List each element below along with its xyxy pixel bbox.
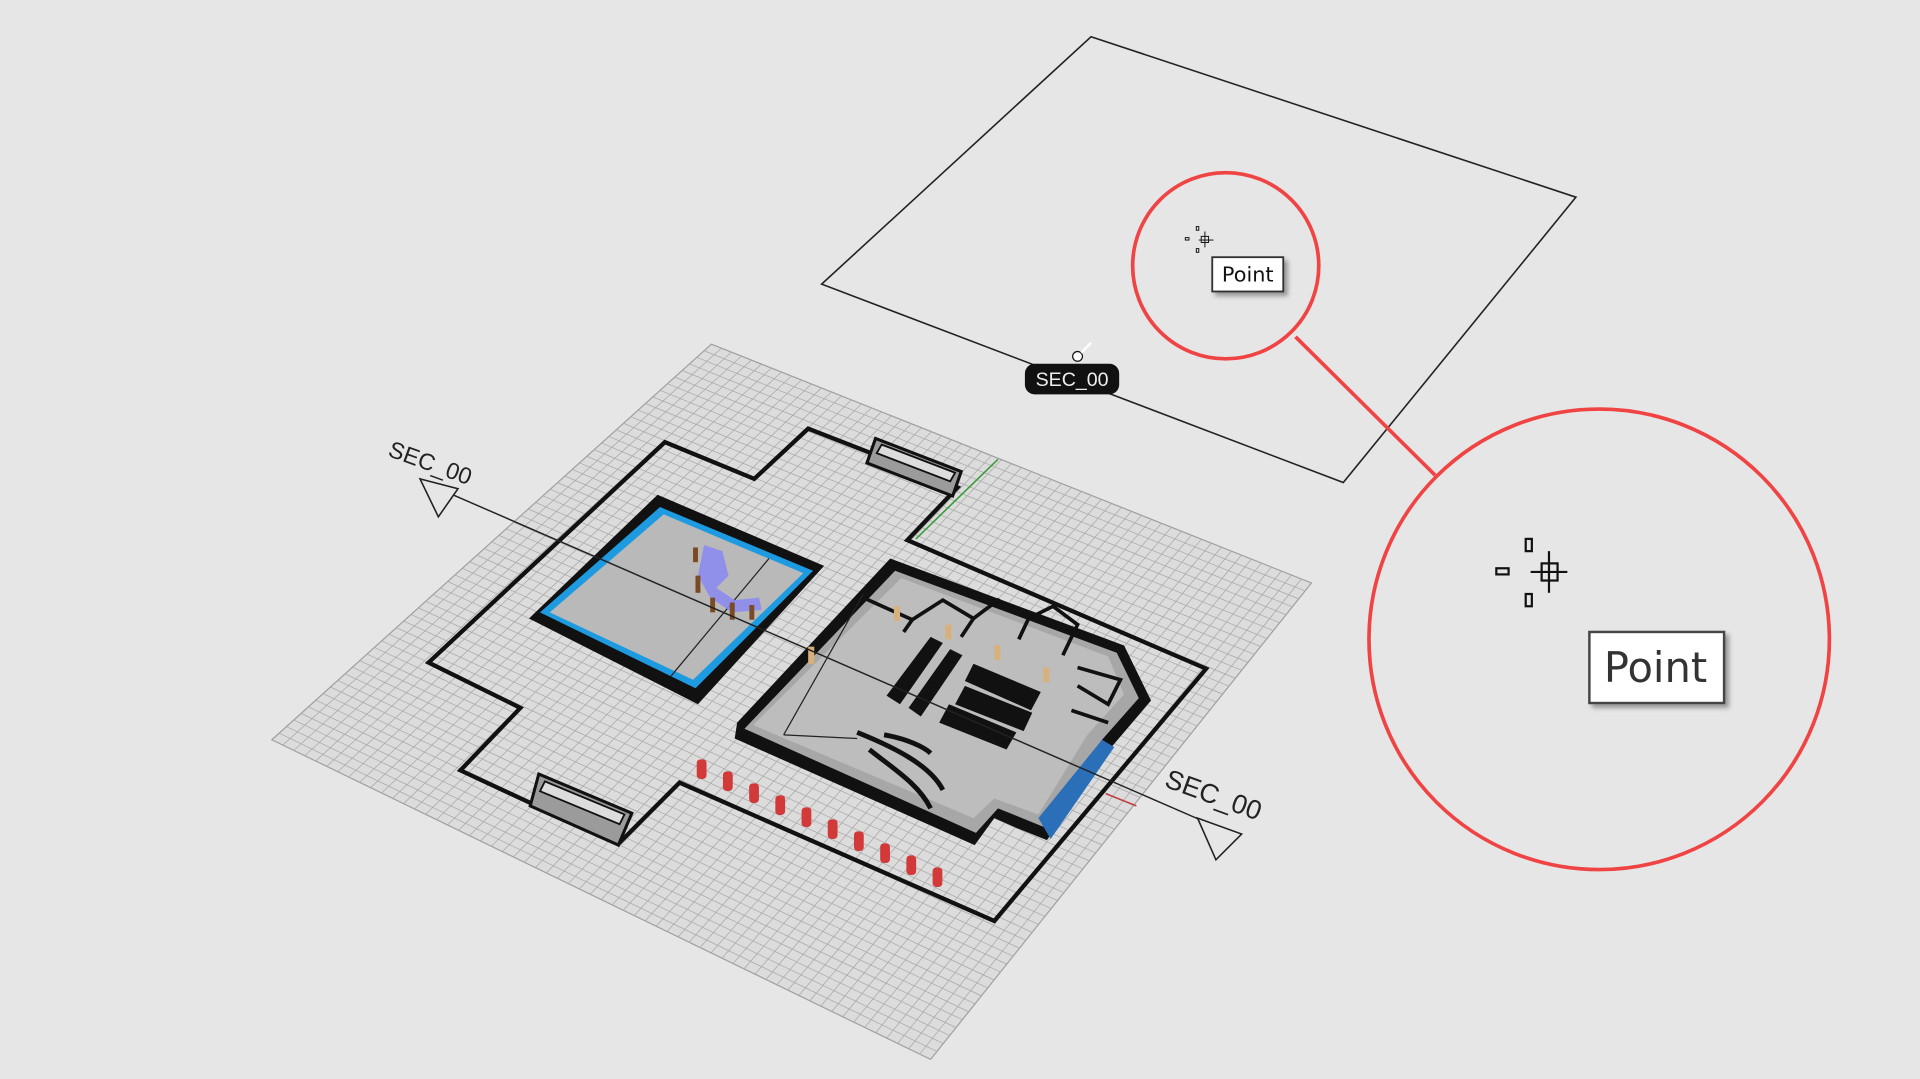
section-line[interactable] [435, 486, 1225, 832]
gumball-handle-stem [1080, 342, 1092, 354]
vent-box-top[interactable] [865, 436, 964, 499]
grid-line [286, 726, 944, 1044]
bollard [696, 759, 707, 779]
point-marker-zoomed-icon [1495, 537, 1568, 608]
grid-line [279, 732, 938, 1052]
grid-line [886, 566, 1272, 1039]
bollard [932, 867, 943, 887]
grid-line [908, 574, 1292, 1049]
grid-line [344, 673, 995, 981]
svg-text:Point: Point [1222, 263, 1274, 287]
gumball-handle-icon[interactable] [1072, 350, 1084, 362]
point-marker-icon[interactable] [1184, 226, 1214, 253]
section-plane-outline[interactable] [820, 35, 1578, 484]
left-room[interactable] [528, 494, 825, 705]
section-name-pill[interactable]: SEC_00 [1024, 363, 1120, 395]
vent-box-bottom[interactable] [528, 771, 634, 848]
bollard [880, 843, 890, 863]
grid-line [308, 706, 963, 1021]
bollard [906, 855, 917, 875]
gumball-handle[interactable] [1072, 342, 1092, 362]
x-axis-line [1105, 792, 1137, 807]
bollard [775, 795, 786, 815]
grid-line [322, 693, 976, 1005]
grid-line [315, 699, 969, 1013]
y-axis-line [915, 458, 999, 540]
svg-text:Point: Point [1604, 643, 1707, 692]
site-boundary[interactable] [424, 426, 1210, 924]
bollard [749, 783, 759, 803]
svg-text:SEC_00: SEC_00 [1036, 369, 1109, 391]
grid-line [300, 713, 957, 1028]
bollard [722, 771, 733, 791]
point-tooltip-small: Point [1211, 256, 1285, 293]
grid-line [330, 686, 982, 997]
bollard [853, 831, 864, 851]
bollard [827, 819, 838, 839]
grid-line [293, 719, 950, 1036]
callout-connector [1294, 335, 1437, 477]
highlight-circle-small [1130, 170, 1321, 361]
bollard [801, 807, 812, 827]
figure-object [697, 545, 762, 613]
grid-line [919, 578, 1302, 1055]
bollard-row [696, 759, 943, 887]
section-arrow-right-icon[interactable] [1196, 816, 1244, 862]
section-arrow-left-icon[interactable] [418, 477, 460, 519]
grid-line [337, 680, 988, 989]
point-tooltip-zoomed: Point [1588, 630, 1726, 705]
section-label-right: SEC_00 [1161, 764, 1266, 827]
